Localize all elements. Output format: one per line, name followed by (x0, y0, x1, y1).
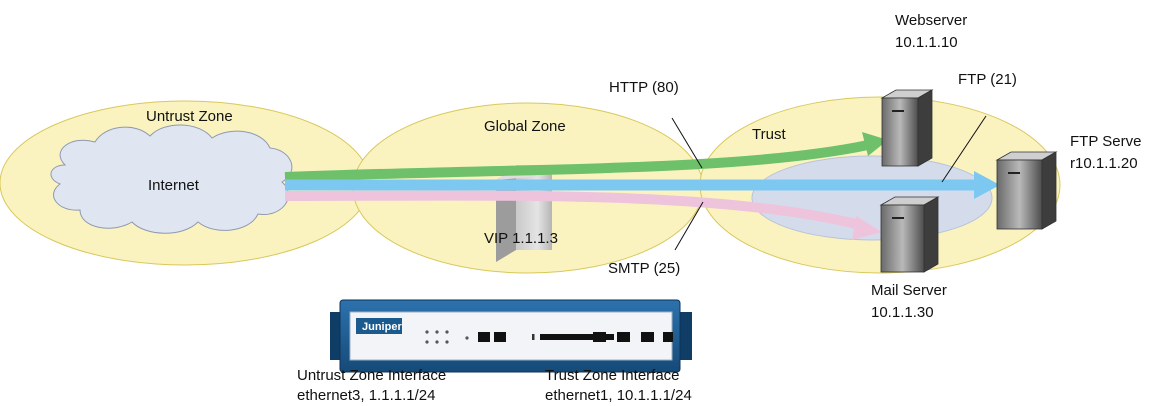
smtp-arrow-head (852, 216, 882, 240)
trust-interface-name: Trust Zone Interface (545, 367, 680, 384)
smtp-service-label: SMTP (25) (608, 260, 680, 277)
untrust-zone-label: Untrust Zone (146, 108, 233, 125)
mail-server-name-label: Mail Server (871, 282, 947, 299)
untrust-interface-detail: ethernet3, 1.1.1.1/24 (297, 387, 435, 404)
http-service-label: HTTP (80) (609, 79, 679, 96)
port-icon (641, 332, 654, 342)
untrust-interface-name: Untrust Zone Interface (297, 367, 446, 384)
juniper-logo-icon (356, 318, 402, 334)
juniper-brand-label: Juniper (362, 321, 402, 333)
ftp-server-name-label: FTP Serve (1070, 133, 1141, 150)
mail-server-icon (879, 196, 940, 273)
trust-interface-detail: ethernet1, 10.1.1.1/24 (545, 387, 692, 404)
trust-zone-label: Trust (752, 126, 786, 143)
juniper-firewall-device: Juniper (330, 299, 692, 373)
smtp-flow-arrow (284, 190, 862, 230)
port-icon (494, 332, 506, 342)
webserver-ip-label: 10.1.1.10 (895, 34, 958, 51)
http-leader-line (671, 117, 703, 169)
http-flow-arrow (284, 140, 870, 182)
global-zone-label: Global Zone (484, 118, 566, 135)
port-icon (663, 332, 673, 342)
expansion-slot-icon (540, 334, 614, 340)
port-icon (593, 332, 606, 342)
webserver-name-label: Webserver (895, 12, 967, 29)
ftp-server-icon (995, 151, 1058, 230)
port-icon (478, 332, 490, 342)
vip-label: VIP 1.1.1.3 (484, 230, 558, 247)
internet-label: Internet (148, 177, 200, 194)
slot-icon (532, 334, 535, 340)
mail-server-ip-label: 10.1.1.30 (871, 304, 934, 321)
http-arrow-head (862, 132, 888, 156)
smtp-leader-line (674, 201, 704, 251)
ftp-service-label: FTP (21) (958, 71, 1017, 88)
port-icon (617, 332, 630, 342)
ftp-leader-line (941, 115, 987, 183)
webserver-icon (880, 89, 934, 167)
ftp-server-ip-label: r10.1.1.20 (1070, 155, 1138, 172)
ftp-arrow-head (974, 171, 1000, 199)
